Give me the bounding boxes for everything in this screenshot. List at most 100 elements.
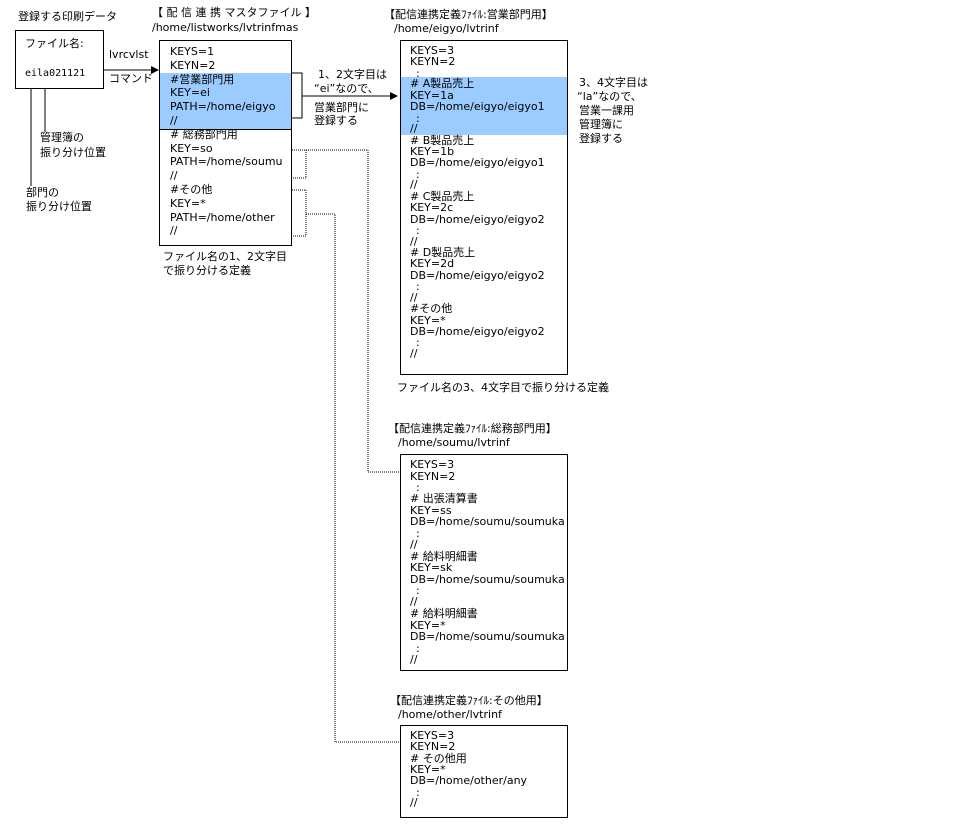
- master-line: PATH=/home/other: [170, 210, 275, 224]
- other-line: KEYS=3: [410, 729, 455, 742]
- soumu-line: KEYS=3: [410, 458, 455, 471]
- eigyo-title: 【配信連携定義ﾌｧｲﾙ:営業部門用】: [384, 8, 553, 21]
- soumu-line: KEY=sk: [410, 561, 453, 575]
- eigyo-line: :: [416, 280, 420, 294]
- note-kanri-2: 振り分け位置: [40, 146, 106, 159]
- soumu-line: KEYN=2: [410, 469, 456, 483]
- master-line: # 総務部門用: [170, 127, 238, 141]
- other-path: /home/other/lvtrinf: [398, 708, 502, 721]
- eigyo-line: //: [410, 234, 418, 248]
- master-line: KEY=ei: [170, 86, 210, 100]
- eigyo-note-3: 営業一課用: [579, 104, 634, 117]
- other-line: //: [410, 795, 418, 809]
- master-note-2: “ei”なので、: [314, 82, 379, 95]
- master-divider: [160, 129, 291, 130]
- master-line: //: [170, 114, 178, 127]
- eigyo-line: //: [410, 290, 418, 304]
- eigyo-line: :: [416, 111, 420, 125]
- soumu-line: DB=/home/soumu/soumuka: [410, 630, 565, 644]
- connector-other: [306, 213, 400, 743]
- master-line: KEY=*: [170, 196, 206, 210]
- eigyo-line: KEYS=3: [410, 44, 455, 57]
- bracket-other: [292, 189, 307, 237]
- eigyo-line: :: [416, 336, 420, 350]
- master-note-4: 登録する: [314, 114, 358, 127]
- eigyo-line: DB=/home/eigyo/eigyo2: [410, 268, 545, 282]
- eigyo-highlight-a: [401, 77, 567, 135]
- soumu-line: KEY=ss: [410, 503, 452, 517]
- eigyo-line: # D製品売上: [410, 246, 476, 259]
- master-line: KEY=so: [170, 141, 213, 155]
- eigyo-line: :: [416, 224, 420, 237]
- connector-soumu: [306, 149, 400, 473]
- master-caption-2: で振り分ける定義: [163, 264, 251, 277]
- master-caption-1: ファイル名の1、2文字目: [163, 250, 287, 263]
- other-line: :: [416, 785, 420, 799]
- master-title: 【 配 信 連 携 マスタファイル 】: [152, 6, 316, 19]
- eigyo-line: :: [416, 66, 420, 80]
- eigyo-line: //: [410, 122, 418, 136]
- eigyo-line: KEYN=2: [410, 55, 456, 69]
- eigyo-line: //: [410, 178, 418, 192]
- other-title: 【配信連携定義ﾌｧｲﾙ:その他用】: [390, 694, 548, 707]
- master-line: PATH=/home/eigyo: [170, 100, 276, 114]
- soumu-line: # 出張清算書: [410, 492, 478, 506]
- eigyo-line: # A製品売上: [410, 77, 475, 91]
- master-note-1: 1、2文字目は: [318, 68, 387, 81]
- eigyo-note-2: “la”なので、: [577, 90, 642, 103]
- soumu-line: :: [416, 527, 420, 540]
- master-line: KEYN=2: [170, 58, 216, 72]
- source-box: ファイル名: eila021121: [15, 30, 104, 89]
- source-filename: eila021121: [25, 68, 86, 79]
- eigyo-line: DB=/home/eigyo/eigyo1: [410, 100, 545, 114]
- soumu-line: DB=/home/soumu/soumuka: [410, 572, 565, 586]
- bracket-eigyo: [292, 72, 303, 119]
- command-word: コマンド: [109, 72, 153, 85]
- master-note-3: 営業部門に: [314, 101, 369, 114]
- note-kanri-1: 管理簿の: [40, 131, 84, 144]
- master-line: #営業部門用: [170, 72, 235, 86]
- soumu-line: //: [410, 652, 418, 666]
- eigyo-caption: ファイル名の3、4文字目で振り分ける定義: [397, 381, 609, 394]
- command-name: lvrcvlst: [109, 48, 149, 61]
- master-line: #その他: [170, 183, 213, 196]
- eigyo-line: # B製品売上: [410, 133, 475, 147]
- eigyo-note-4: 管理簿に: [579, 118, 623, 131]
- eigyo-line: #その他: [410, 302, 453, 316]
- source-field-label: ファイル名:: [25, 37, 84, 50]
- soumu-line: DB=/home/soumu/soumuka: [410, 515, 565, 529]
- eigyo-note-1: 3、4文字目は: [579, 76, 648, 89]
- soumu-line: :: [416, 641, 420, 655]
- other-line: # その他用: [410, 751, 467, 765]
- bracket-soumu: [292, 149, 307, 179]
- eigyo-line: DB=/home/eigyo/eigyo2: [410, 325, 545, 338]
- soumu-line: //: [410, 595, 418, 609]
- master-line: //: [170, 169, 178, 183]
- master-path: /home/listworks/lvtrinfmas: [152, 21, 299, 34]
- note-bumon-2: 振り分け位置: [26, 200, 92, 213]
- eigyo-line: KEY=*: [410, 313, 446, 327]
- soumu-line: :: [416, 584, 420, 598]
- master-line: PATH=/home/soumu: [170, 155, 283, 169]
- eigyo-line: DB=/home/eigyo/eigyo2: [410, 212, 545, 226]
- source-label: 登録する印刷データ: [18, 10, 117, 23]
- master-highlight-eigyo: [160, 73, 291, 129]
- master-line: //: [170, 224, 178, 238]
- eigyo-line: DB=/home/eigyo/eigyo1: [410, 156, 545, 170]
- master-line: KEYS=1: [170, 45, 215, 58]
- eigyo-line: //: [410, 347, 418, 360]
- other-line: KEY=*: [410, 762, 446, 776]
- eigyo-line: KEY=2d: [410, 257, 455, 271]
- soumu-title: 【配信連携定義ﾌｧｲﾙ:総務部門用】: [388, 422, 557, 435]
- soumu-line: # 給料明細書: [410, 549, 478, 563]
- eigyo-line: KEY=1b: [410, 145, 455, 158]
- soumu-line: KEY=*: [410, 618, 446, 632]
- other-line: KEYN=2: [410, 740, 456, 754]
- soumu-line: # 給料明細書: [410, 607, 478, 620]
- eigyo-line: KEY=1a: [410, 88, 454, 102]
- note-bumon-1: 部門の: [26, 186, 59, 199]
- eigyo-line: :: [416, 167, 420, 181]
- soumu-path: /home/soumu/lvtrinf: [398, 436, 510, 449]
